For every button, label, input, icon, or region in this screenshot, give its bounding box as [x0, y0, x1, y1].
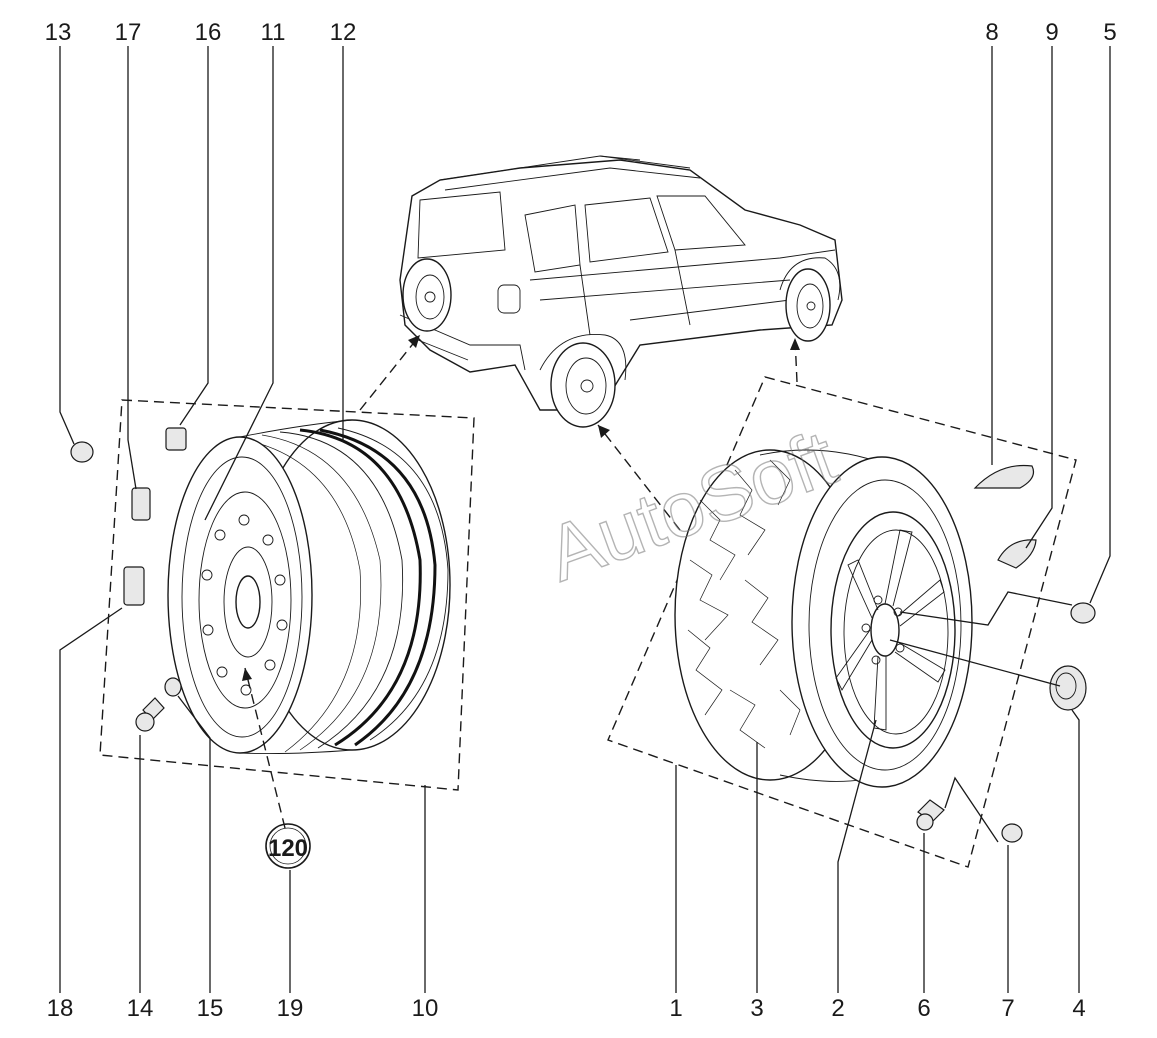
- callout-8: 8: [985, 19, 998, 46]
- callout-16: 16: [195, 19, 222, 46]
- steel-wheel-tire-drawing: [167, 419, 451, 755]
- callout-13: 13: [45, 19, 72, 46]
- callout-18: 18: [47, 995, 74, 1022]
- valve-part-15: [164, 677, 182, 697]
- callout-5: 5: [1103, 19, 1116, 46]
- nut-part-7: [1001, 823, 1023, 843]
- callout-17: 17: [115, 19, 142, 46]
- weight-part-17: [131, 487, 151, 521]
- hub-cap-part-4: [1049, 665, 1087, 711]
- leader-lines: [59, 46, 1111, 993]
- callout-6: 6: [917, 995, 930, 1022]
- weight-part-18: [123, 566, 145, 606]
- nut-part-5: [1070, 602, 1096, 624]
- callout-11: 11: [261, 19, 286, 46]
- bolt-part-14: [135, 697, 165, 732]
- callout-2: 2: [831, 995, 844, 1022]
- callout-12: 12: [330, 19, 357, 46]
- callout-10: 10: [412, 995, 439, 1022]
- alloy-wheel-tire-drawing: [674, 449, 973, 788]
- callout-1: 1: [669, 995, 682, 1022]
- callout-15: 15: [197, 995, 224, 1022]
- callout-3: 3: [750, 995, 763, 1022]
- balance-weight-part-8: [973, 464, 1035, 489]
- callout-labels: 13 17 16 11 12 8 9 5 18 14 15 19 10 1 3 …: [45, 19, 1117, 1022]
- bolt-part-6: [916, 799, 945, 831]
- weight-part-16: [165, 427, 187, 451]
- callout-19: 19: [277, 995, 304, 1022]
- load-index-value: 120: [268, 835, 308, 862]
- callout-7: 7: [1001, 995, 1014, 1022]
- assembly-arrows: [242, 334, 800, 829]
- nut-part-13: [70, 441, 94, 463]
- load-index-badge: 120: [265, 823, 311, 869]
- alloy-wheel-assembly-frame: [607, 376, 1077, 868]
- callout-9: 9: [1045, 19, 1058, 46]
- callout-4: 4: [1072, 995, 1085, 1022]
- steel-wheel-assembly-frame: [99, 399, 475, 791]
- balance-weight-part-9: [997, 539, 1037, 569]
- vehicle-drawing: [399, 155, 843, 428]
- callout-14: 14: [127, 995, 154, 1022]
